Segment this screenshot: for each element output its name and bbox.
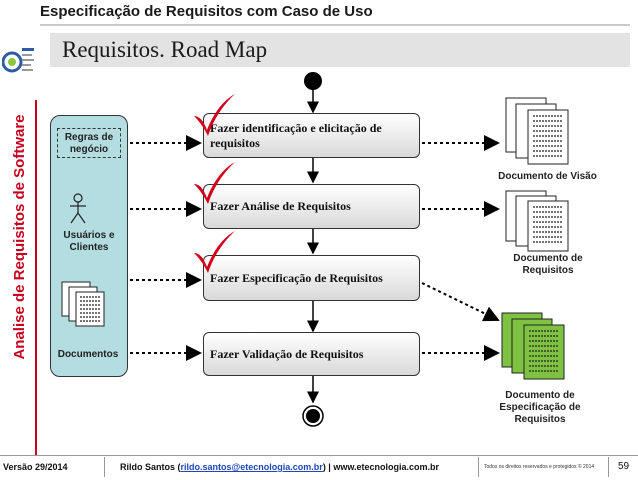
header-title: Especificação de Requisitos com Caso de … <box>40 3 373 20</box>
activity-analysis: Fazer Análise de Requisitos <box>203 184 420 229</box>
header-rule <box>40 24 630 26</box>
company-logo <box>1 40 36 84</box>
documents-icon <box>61 281 105 327</box>
documents-label: Documentos <box>57 349 119 360</box>
footer-separator <box>608 457 609 477</box>
vision-document-icon <box>505 97 569 165</box>
vision-document-label: Documento de Visão <box>498 171 597 182</box>
activity-elicitation: Fazer identificação e elicitação de requ… <box>203 113 420 158</box>
activity-label: Fazer identificação e elicitação de requ… <box>210 120 382 150</box>
footer-author-separator: ) | <box>322 462 334 472</box>
footer-author: Rildo Santos (rildo.santos@etecnologia.c… <box>120 462 439 472</box>
business-rules-box: Regras de negócio <box>57 128 121 158</box>
checkmark-icon <box>194 231 235 273</box>
footer-separator <box>104 457 105 477</box>
page-number: 59 <box>618 461 630 472</box>
activity-validation: Fazer Validação de Requisitos <box>203 332 420 376</box>
activity-label: Fazer Especificação de Requisitos <box>210 270 383 285</box>
checkmark-icon <box>194 162 235 204</box>
activity-label: Fazer Análise de Requisitos <box>210 199 351 213</box>
requirements-document-icon <box>505 190 569 252</box>
author-email-link[interactable]: rildo.santos@etecnologia.com.br <box>180 462 323 472</box>
website-link[interactable]: www.etecnologia.com.br <box>333 462 440 472</box>
footer-rights: Todos os direitos reservados e protegido… <box>484 464 595 470</box>
actor-label: Usuários e Clientes <box>63 230 115 253</box>
sidebar <box>0 0 38 455</box>
footer-author-prefix: Rildo Santos ( <box>120 462 181 472</box>
specification-document-label: Documento de Especificação de Requisitos <box>499 390 581 425</box>
footer-separator <box>478 457 479 477</box>
requirements-document-label: Documento de Requisitos <box>513 253 583 276</box>
sidebar-divider <box>35 100 37 455</box>
stakeholder-lane <box>50 115 128 377</box>
start-node <box>304 72 322 90</box>
footer-version: Versão 29/2014 <box>3 462 68 472</box>
end-node <box>302 405 324 427</box>
checkmark-icon <box>194 94 235 136</box>
specification-document-icon <box>501 312 565 380</box>
activity-label: Fazer Validação de Requisitos <box>210 346 364 361</box>
footer <box>0 455 638 480</box>
activity-specification: Fazer Especificação de Requisitos <box>203 255 420 301</box>
slide-subtitle: Requisitos. Road Map <box>50 33 630 67</box>
actor-icon <box>70 193 86 224</box>
